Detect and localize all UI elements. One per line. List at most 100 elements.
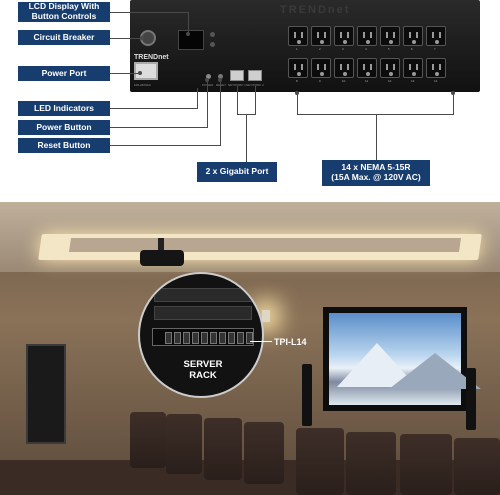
nema-outlet [311,58,331,78]
power-port-caption: 100-240VAC [134,83,151,87]
projection-screen [323,307,481,411]
nema-outlet [311,26,331,46]
mini-outlet [228,332,235,344]
callout-led-indicators: LED Indicators [18,101,110,116]
mini-outlet [219,332,226,344]
outlet-number-label: 12 [388,79,392,83]
product-leader-line [250,341,272,342]
leader-line [237,86,238,114]
leader-line [297,94,298,114]
callout-outlets: 14 x NEMA 5-15R (15A Max. @ 120V AC) [322,160,430,186]
nema-outlet [426,26,446,46]
callout-lcd: LCD Display With Button Controls [18,1,110,22]
ethernet-port-2-label: NETWORK 2 [246,83,264,87]
nema-outlet [426,58,446,78]
mini-outlet [246,332,253,344]
outlet-number-label: 8 [296,79,298,83]
rack-unit [154,288,252,302]
outlet-number-label: 2 [319,47,321,51]
product-diagram: TRENDnet TRENDnet 100-240VAC POWER RESET… [0,0,500,200]
outlet-number-label: 13 [411,79,415,83]
theater-seat [244,422,284,484]
nema-outlet [334,26,354,46]
reset-button-icon [218,74,223,79]
callout-circuit-breaker: Circuit Breaker [18,30,110,45]
leader-line [110,38,142,39]
product-model-label: TPI-L14 [274,337,307,347]
mini-outlet [237,332,244,344]
leader-line [207,80,208,128]
power-port-socket [134,62,158,80]
mountain-ridge-shape [389,353,481,389]
wall-server-rack [26,344,66,444]
speaker-left [302,364,312,426]
theater-seat [166,414,202,474]
leader-dot [451,91,455,95]
nema-outlet [357,26,377,46]
leader-line [376,114,377,160]
theater-seat [130,412,166,468]
home-theater-scene: SERVER RACK TPI-L14 [0,202,500,495]
leader-line [110,12,188,13]
callout-power-button: Power Button [18,120,110,135]
theater-seat [346,432,396,495]
outlet-number-label: 7 [434,47,436,51]
outlet-number-label: 11 [365,79,369,83]
server-rack-label-line1: SERVER [183,359,223,370]
mini-outlet [174,332,181,344]
leader-dot [218,78,222,82]
leader-line [110,127,208,128]
theater-seat [204,418,242,480]
leader-line [453,94,454,114]
mini-outlet [192,332,199,344]
theater-seat [454,438,500,495]
leader-line [110,145,221,146]
outlet-number-label: 3 [342,47,344,51]
leader-line [110,108,198,109]
speaker-right [466,368,476,430]
leader-line [110,73,140,74]
nema-outlet [403,26,423,46]
leader-dot [295,91,299,95]
leader-dot [138,71,142,75]
ethernet-port-1 [230,70,244,81]
nema-outlet [357,58,377,78]
leader-line [246,114,247,162]
lcd-display [178,30,204,50]
callout-reset-button: Reset Button [18,138,110,153]
nema-outlet [288,26,308,46]
outlet-number-label: 1 [296,47,298,51]
lcd-button-icon [210,42,215,47]
leader-line [197,88,198,109]
leader-line [255,86,256,114]
nema-outlet [380,26,400,46]
pdu-rear-panel: TRENDnet TRENDnet 100-240VAC POWER RESET… [130,0,480,92]
mini-outlet [183,332,190,344]
mountain-landscape-image [329,313,481,405]
lcd-button-icon [210,32,215,37]
projector-icon [140,250,184,266]
nema-outlet [334,58,354,78]
brand-logo: TRENDnet [134,54,169,61]
leader-dot [186,32,190,36]
mini-outlet [210,332,217,344]
rack-unit [154,306,252,320]
leader-line [188,12,189,34]
mini-outlet [201,332,208,344]
outlet-number-label: 9 [319,79,321,83]
nema-outlet [288,58,308,78]
callout-outlets-line2: (15A Max. @ 120V AC) [331,172,421,182]
outlet-number-label: 10 [342,79,346,83]
callout-power-port: Power Port [18,66,110,81]
outlet-number-label: 4 [365,47,367,51]
callout-outlets-line1: 14 x NEMA 5-15R [341,162,411,173]
server-rack-label-line2: RACK [189,369,217,381]
outlet-number-label: 6 [411,47,413,51]
brand-emboss-logo: TRENDnet [280,4,351,16]
leader-dot [140,36,144,40]
outlet-number-label: 14 [434,79,438,83]
theater-seat [400,434,452,495]
nema-outlet [380,58,400,78]
power-button-icon [206,74,211,79]
ethernet-port-2 [248,70,262,81]
